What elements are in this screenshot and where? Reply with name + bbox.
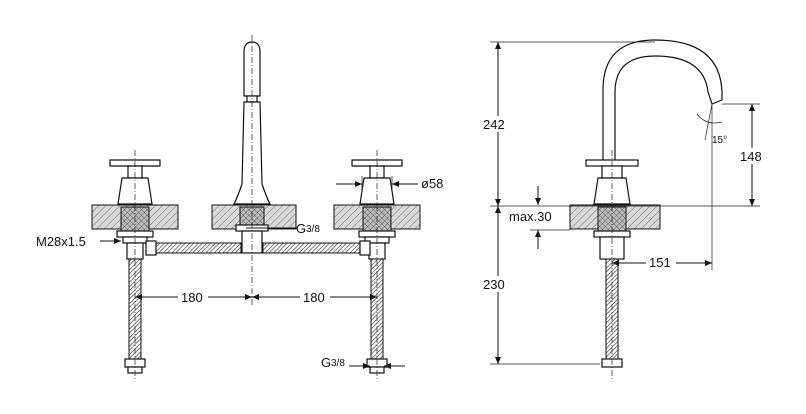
side-spout [602, 39, 723, 163]
total-height-label: 242 [483, 117, 505, 132]
spout-reach-label: 151 [649, 255, 671, 270]
bottom-connection-label: G [321, 355, 331, 370]
bottom-connection-fraction: 3/8 [331, 358, 345, 369]
max-thickness-label: max.30 [509, 209, 552, 224]
below-counter-label: 230 [483, 277, 505, 292]
hose-left [152, 242, 242, 254]
hose-right [262, 242, 370, 254]
center-connection-fraction: 3/8 [306, 224, 320, 235]
spacing-left-label: 180 [181, 290, 203, 305]
center-connection-label: G [296, 221, 306, 236]
handle-diameter-label: ø58 [421, 176, 443, 191]
front-view: M28x1.5 180 180 G 3/8 ø58 G 3/8 [36, 35, 443, 380]
spout-height-label: 148 [740, 149, 762, 164]
thread-spec-label: M28x1.5 [36, 234, 86, 249]
spout-angle-label: 15° [712, 135, 727, 146]
spacing-right-label: 180 [303, 290, 325, 305]
side-view: 242 230 max.30 148 151 15° [480, 39, 768, 380]
